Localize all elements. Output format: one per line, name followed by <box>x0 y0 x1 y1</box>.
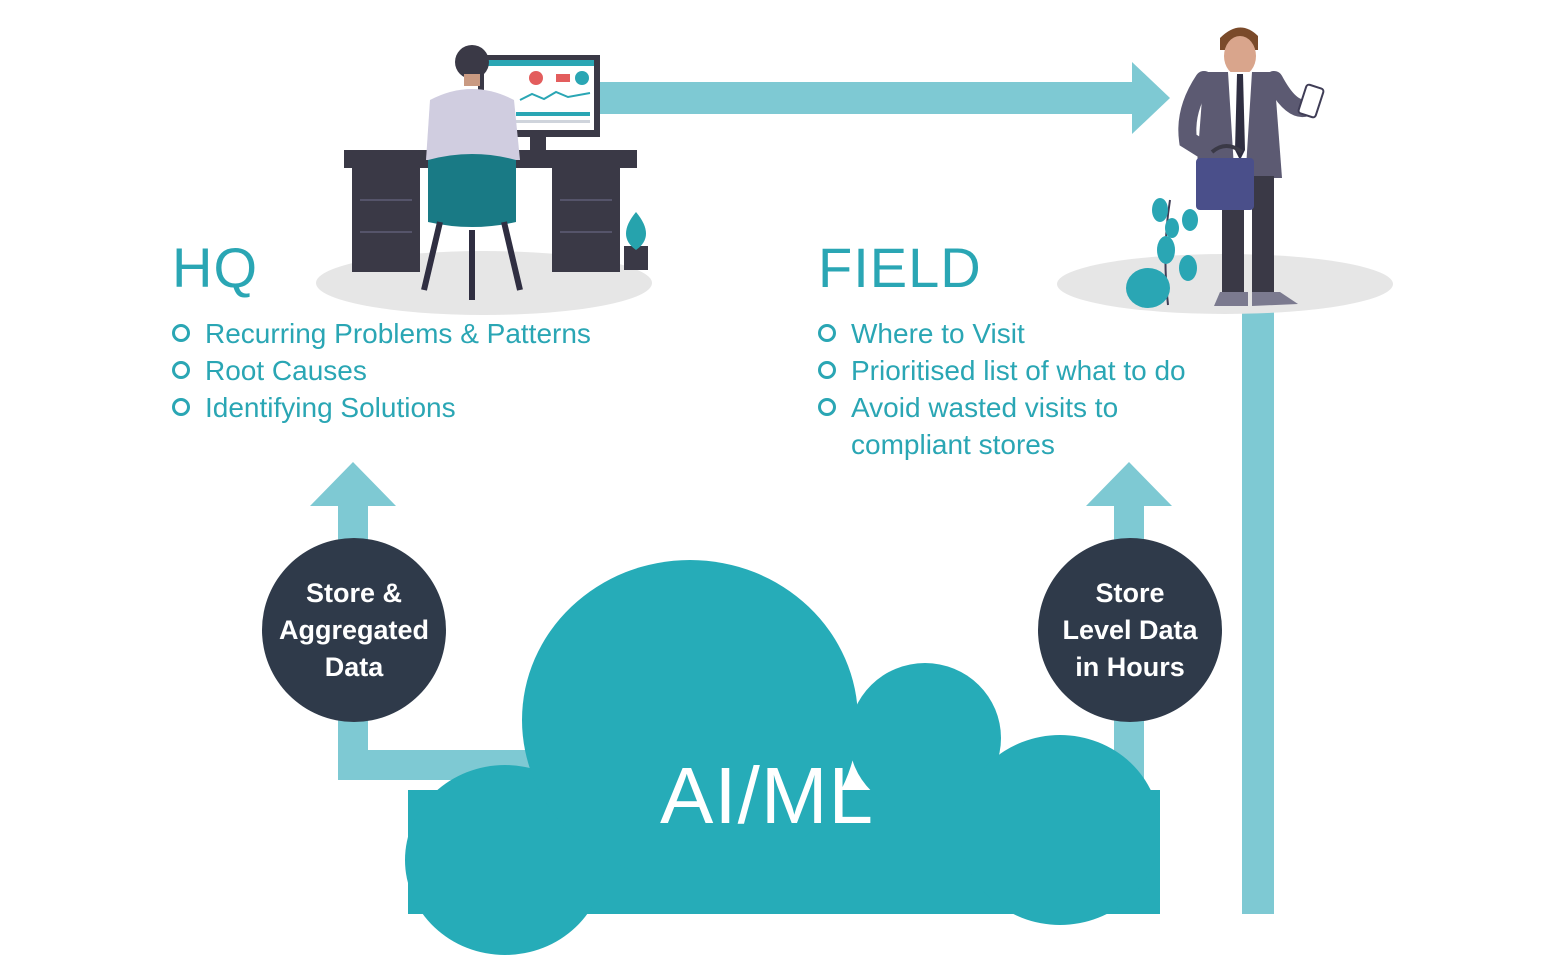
right-circle-label: Store Level Data in Hours <box>1038 538 1222 722</box>
ai-ml-cloud <box>405 560 1160 955</box>
right-data-circle <box>1038 538 1222 722</box>
list-item: Where to Visit <box>818 315 1248 352</box>
left-circle-line: Aggregated <box>278 614 430 645</box>
circle-bullet-icon <box>818 324 836 342</box>
right-circle-line: Store <box>1095 577 1165 608</box>
list-item: Avoid wasted visits to <box>818 389 1248 426</box>
list-item: Prioritised list of what to do <box>818 352 1248 389</box>
hq-title: HQ <box>172 236 258 299</box>
ai-ml-label: AI/ML <box>660 751 874 840</box>
list-item-continuation: compliant stores <box>851 429 1055 460</box>
left-data-circle <box>262 538 446 722</box>
circle-bullet-icon <box>172 324 190 342</box>
person-at-desk-illustration <box>316 45 652 315</box>
hq-to-field-arrow <box>598 62 1170 134</box>
field-to-cloud-connector <box>1242 296 1274 914</box>
field-title: FIELD <box>818 236 982 299</box>
hq-list: Recurring Problems & Patterns Root Cause… <box>172 315 652 426</box>
circle-bullet-icon <box>172 361 190 379</box>
businessman-with-phone-illustration <box>1057 27 1393 314</box>
circle-bullet-icon <box>172 398 190 416</box>
right-circle-line: in Hours <box>1075 651 1185 682</box>
right-circle-line: Level Data <box>1062 614 1198 645</box>
field-list: Where to Visit Prioritised list of what … <box>818 315 1248 463</box>
circle-bullet-icon <box>818 398 836 416</box>
circle-bullet-icon <box>818 361 836 379</box>
left-circle-line: Store & <box>305 577 403 608</box>
left-circle-line: Data <box>324 651 384 682</box>
left-circle-label: Store & Aggregated Data <box>262 538 446 722</box>
list-item: Identifying Solutions <box>172 389 652 426</box>
list-item: Recurring Problems & Patterns <box>172 315 652 352</box>
list-item: Root Causes <box>172 352 652 389</box>
